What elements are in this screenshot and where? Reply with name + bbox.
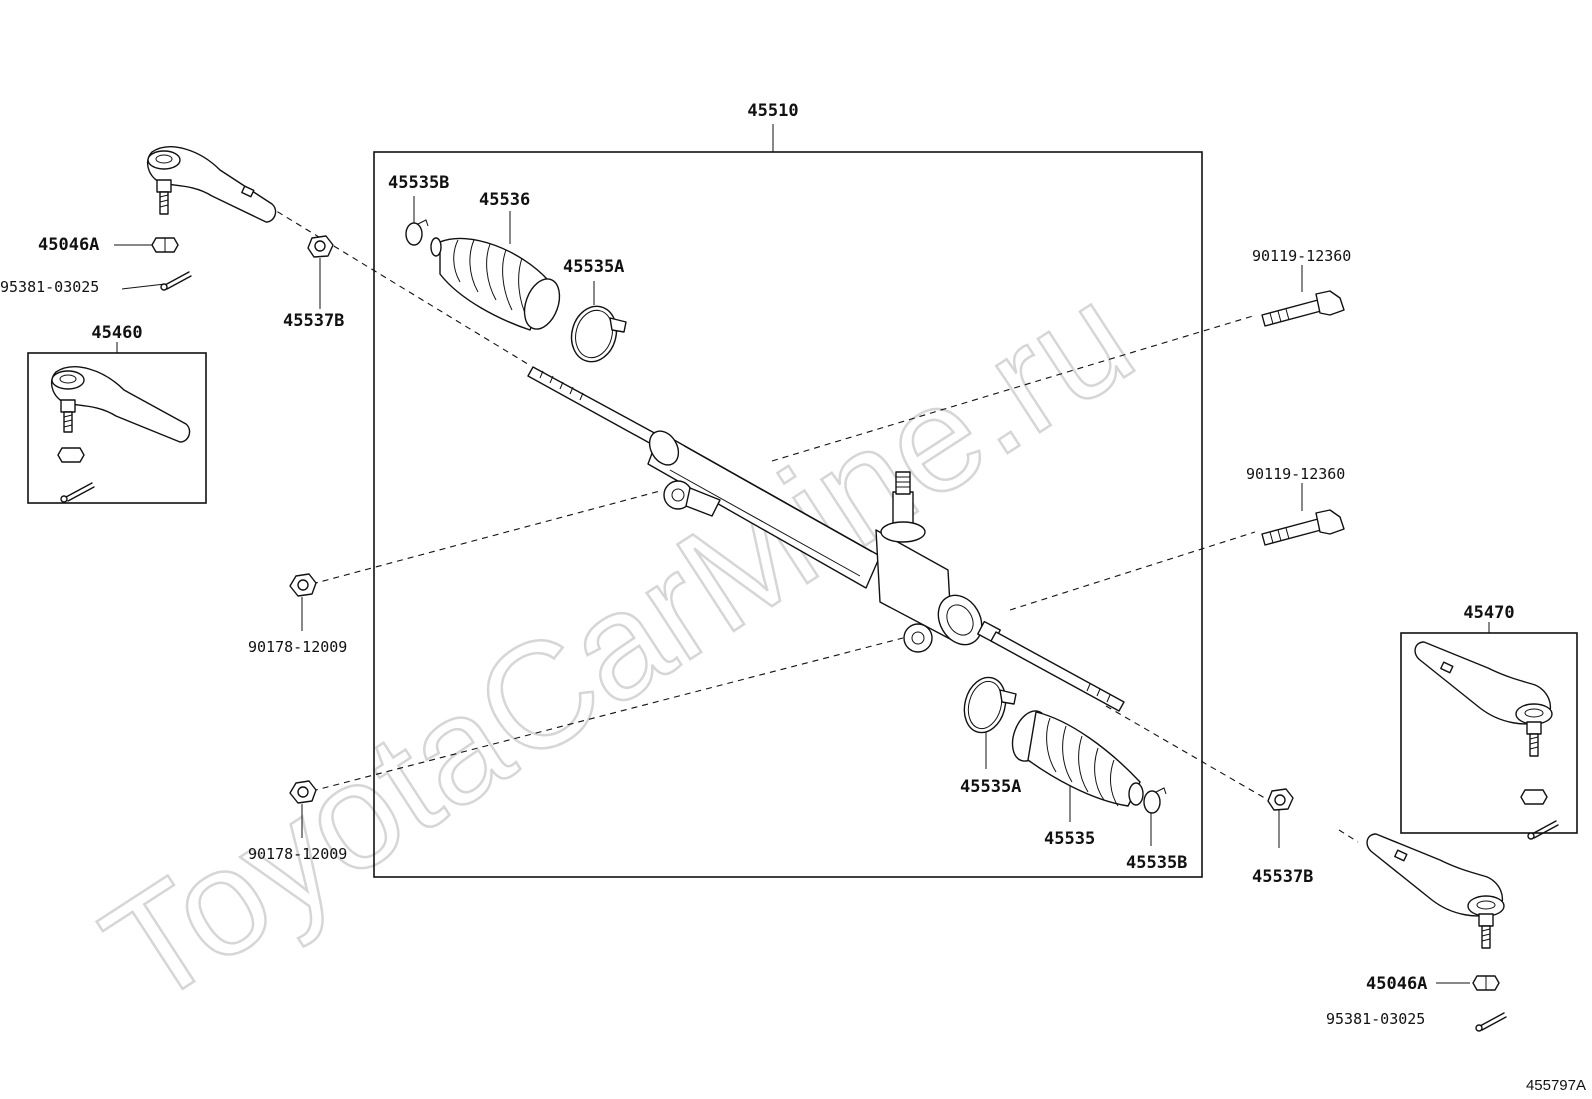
boot-left-icon	[430, 237, 561, 331]
assembly-guide-lines	[267, 205, 1359, 843]
nut-mount-lower-icon	[289, 780, 317, 804]
label-45537b-right: 45537B	[1252, 867, 1313, 887]
boot-clip-right-icon	[963, 676, 1017, 734]
label-95381-03025-right: 95381-03025	[1326, 1010, 1425, 1028]
label-90119-12360-lower: 90119-12360	[1246, 465, 1345, 483]
label-90119-12360-upper: 90119-12360	[1252, 247, 1351, 265]
nut-left-icon	[151, 237, 179, 253]
boot-clamp-lower-icon	[1143, 787, 1167, 814]
nut-right-icon	[1472, 975, 1500, 991]
steering-rack-icon	[527, 366, 1125, 712]
rack-end-nut-left-icon	[307, 235, 334, 258]
bolt-upper-icon	[1261, 290, 1345, 327]
label-45460: 45460	[91, 323, 142, 343]
label-45535b-lower: 45535B	[1126, 853, 1187, 873]
label-45536: 45536	[479, 190, 530, 210]
tie-rod-end-left-kit-icon	[51, 366, 191, 503]
drawing-number: 455797A	[1526, 1077, 1586, 1094]
label-45535a-lower: 45535A	[960, 777, 1021, 797]
boot-clip-left-icon	[570, 305, 627, 363]
label-45535b-upper: 45535B	[388, 173, 449, 193]
label-45046a-left: 45046A	[38, 235, 99, 255]
steering-gear-assembly-frame	[373, 151, 1203, 878]
cotter-pin-left-icon	[160, 271, 192, 291]
tie-rod-end-right-kit-icon	[1414, 641, 1559, 840]
tie-rod-end-right-icon	[1366, 833, 1505, 949]
label-45535a-upper: 45535A	[563, 257, 624, 277]
bolt-lower-icon	[1261, 509, 1345, 546]
label-45046a-right: 45046A	[1366, 974, 1427, 994]
label-95381-03025-left: 95381-03025	[0, 278, 99, 296]
label-90178-12009-lower: 90178-12009	[248, 845, 347, 863]
label-45537b-left: 45537B	[283, 311, 344, 331]
cotter-pin-right-icon	[1475, 1012, 1507, 1032]
label-90178-12009-upper: 90178-12009	[248, 638, 347, 656]
nut-mount-upper-icon	[289, 573, 317, 597]
boot-clamp-upper-icon	[405, 219, 429, 246]
label-45510: 45510	[747, 101, 798, 121]
label-45470: 45470	[1463, 603, 1514, 623]
boot-right-icon	[1011, 710, 1144, 807]
label-45535: 45535	[1044, 829, 1095, 849]
rack-end-nut-right-icon	[1267, 788, 1294, 811]
tie-rod-end-left-icon	[147, 146, 277, 223]
